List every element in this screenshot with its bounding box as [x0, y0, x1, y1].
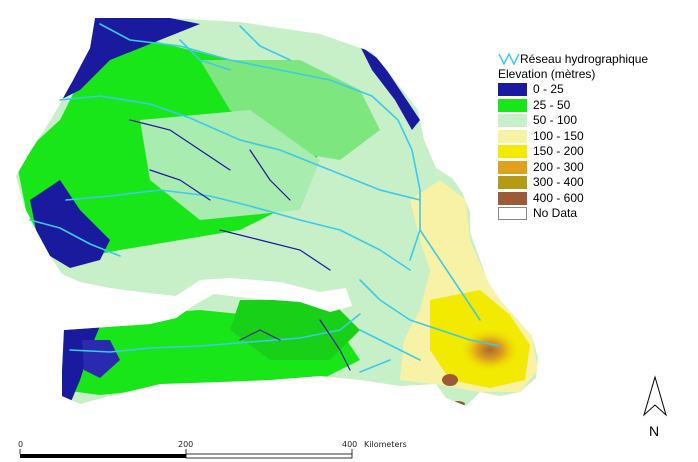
legend-swatch [498, 98, 527, 112]
legend-swatch [498, 129, 527, 143]
north-arrow-icon [643, 375, 667, 417]
legend-river-label: Réseau hydrographique [520, 52, 649, 66]
legend-item: 300 - 400 [498, 175, 698, 191]
legend-swatch [498, 207, 527, 220]
legend-item: 200 - 300 [498, 160, 698, 176]
legend-item: 100 - 150 [498, 129, 698, 145]
legend-item-label: 400 - 600 [533, 190, 584, 205]
scale-tick-200: 200 [178, 440, 194, 449]
legend-item: 50 - 100 [498, 113, 698, 129]
legend-swatch [498, 176, 527, 189]
legend-item-label: 150 - 200 [533, 144, 584, 158]
legend-item: 400 - 600 [498, 191, 698, 207]
legend-item-label: 0 - 25 [533, 82, 564, 96]
river-network-dark [129, 119, 351, 371]
scale-unit: Kilometers [364, 440, 407, 449]
legend-item: 25 - 50 [498, 98, 698, 114]
legend-swatch [498, 191, 527, 205]
river-network [29, 23, 501, 373]
legend-title: Elevation (mètres) [498, 67, 596, 81]
legend-item: 0 - 25 [498, 82, 698, 98]
north-label: N [649, 423, 660, 439]
scale-tick-400: 400 [342, 440, 358, 449]
river-symbol-icon [498, 52, 520, 66]
legend-item-label: 100 - 150 [533, 128, 584, 143]
legend-item-label: No Data [533, 206, 578, 220]
north-arrow: N [640, 375, 670, 440]
legend-item-label: 300 - 400 [533, 175, 584, 189]
gambia-gap [62, 276, 352, 330]
legend-item: No Data [498, 206, 698, 222]
legend-item: 150 - 200 [498, 144, 698, 160]
legend-item-label: 25 - 50 [533, 97, 571, 112]
legend-swatch [498, 114, 527, 127]
map-legend: Réseau hydrographique Elevation (mètres)… [498, 51, 698, 222]
legend-item-label: 50 - 100 [533, 113, 578, 127]
legend-swatch [498, 145, 527, 158]
legend-item-label: 200 - 300 [533, 159, 584, 174]
legend-swatch [498, 160, 527, 174]
legend-swatch [498, 83, 527, 96]
legend-river-entry: Réseau hydrographique [498, 51, 698, 67]
scale-bar [19, 449, 353, 459]
scale-tick-0: 0 [18, 440, 24, 449]
